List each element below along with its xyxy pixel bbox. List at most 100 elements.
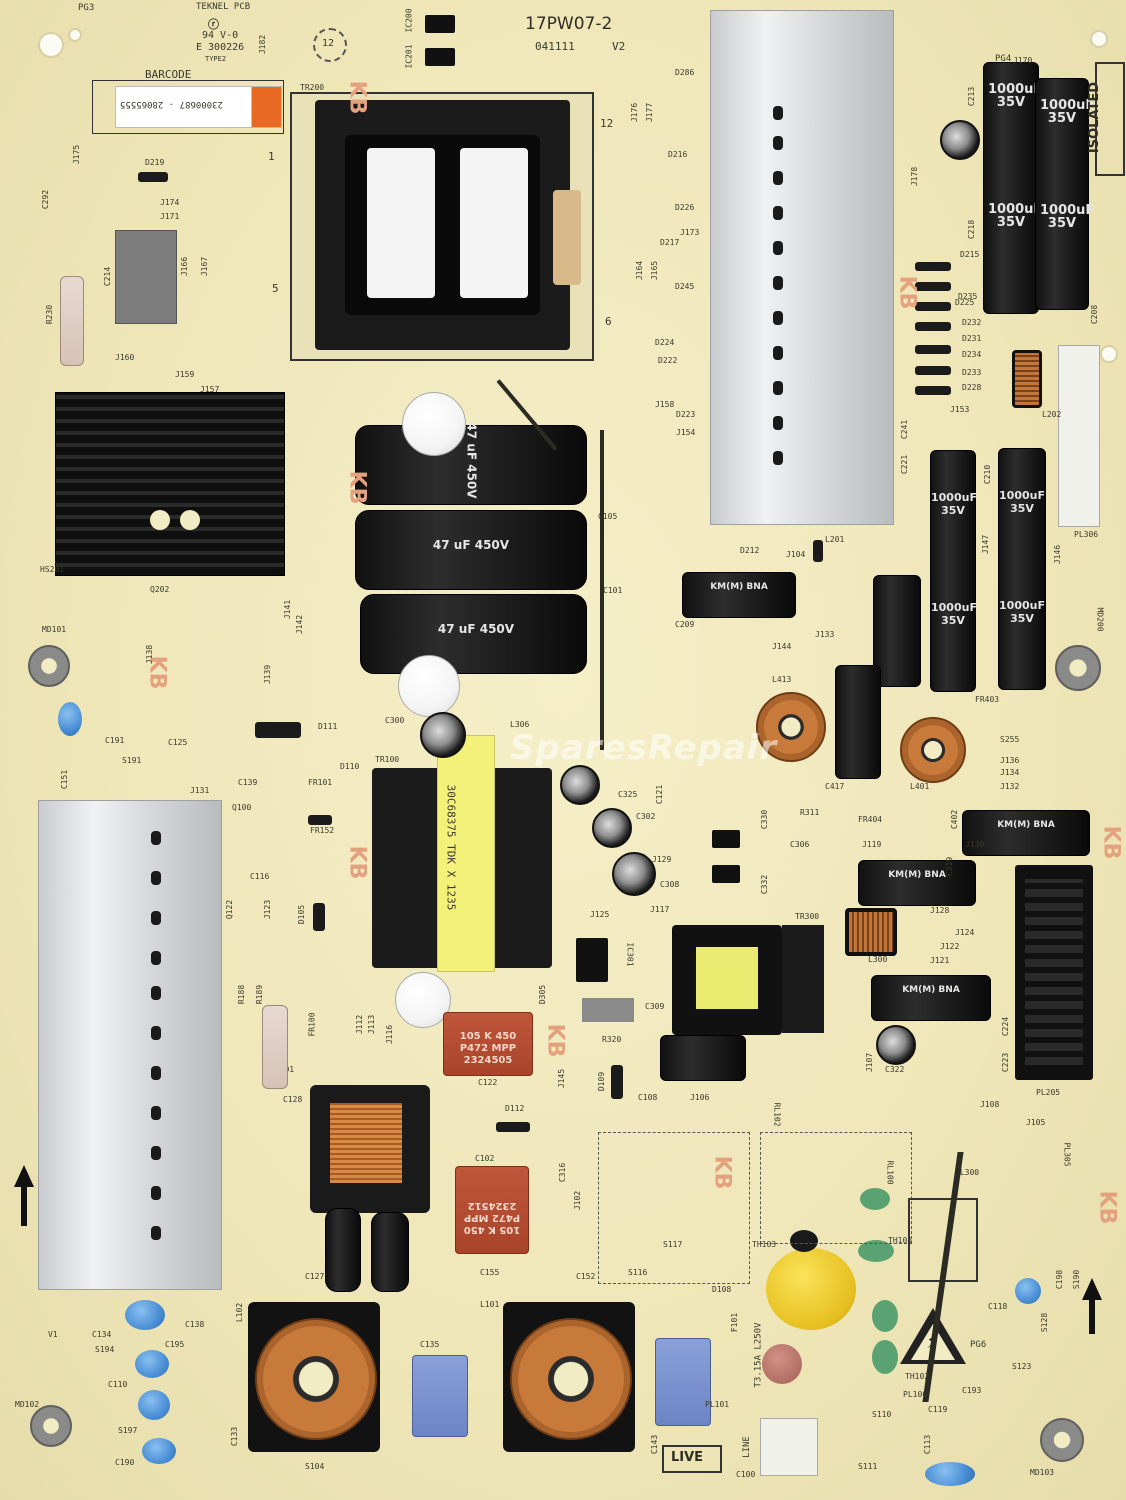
ref-c152: C152 (576, 1272, 596, 1281)
transformer-tr101 (310, 1085, 430, 1213)
ref-j113: J113 (367, 1014, 377, 1035)
ref-d225: D225 (955, 298, 975, 307)
ref-c224: C224 (1001, 1016, 1011, 1037)
mounting-lug (1055, 645, 1101, 691)
ref-f101: F101 (730, 1312, 740, 1333)
pg3-label: PG3 (78, 3, 95, 13)
ref-j142: J142 (295, 614, 305, 635)
ceramic-capacitor (1015, 1278, 1041, 1304)
ref-j124: J124 (955, 928, 975, 937)
ref-j175: J175 (72, 144, 82, 165)
mounting-lug (28, 645, 70, 687)
ref-j129: J129 (652, 855, 672, 864)
heatsink-slot (773, 381, 783, 395)
varistor (766, 1248, 856, 1330)
ref-d228: D228 (962, 383, 982, 392)
ref-s104: S104 (305, 1462, 325, 1471)
ref-c155: C155 (480, 1268, 500, 1277)
capacitor-label: KM(M) BNA (997, 820, 1055, 830)
mounting-hole (68, 28, 82, 42)
electrolytic-capacitor-1000uf: 1000uF 35V 1000uF 35V (930, 450, 977, 692)
isolation-trace (600, 430, 604, 750)
ref-j123: J123 (263, 899, 273, 920)
ref-s128: S128 (1040, 1312, 1050, 1333)
electrolytic-capacitor-1000uf: 1000uF 35V 1000uF 35V (1035, 78, 1094, 310)
ref-th102: TH102 (905, 1372, 930, 1381)
optocoupler (425, 15, 455, 33)
ceramic-capacitor (138, 1390, 170, 1420)
ref-c306: C306 (790, 840, 810, 849)
heatsink-slot (151, 1026, 161, 1040)
ref-j139: J139 (263, 664, 273, 685)
kb-mark: KB (1094, 1190, 1120, 1225)
connector-pl205 (1015, 865, 1093, 1080)
ref-c118: C118 (988, 1302, 1008, 1311)
ref-c135: C135 (420, 1340, 440, 1349)
ref-c330: C330 (760, 809, 770, 830)
ref-pl305: PL305 (1062, 1142, 1072, 1167)
capacitor-end-cap (395, 972, 451, 1028)
ref-j108: J108 (980, 1100, 1000, 1109)
ref-r311: R311 (800, 808, 820, 817)
ceramic-capacitor (142, 1438, 176, 1464)
ref-c102: C102 (475, 1154, 495, 1163)
smd-component (582, 998, 634, 1022)
ref-j121: J121 (930, 956, 950, 965)
ref-j138: J138 (145, 644, 155, 665)
ref-fr403: FR403 (975, 695, 1000, 704)
ref-tr300: TR300 (795, 912, 820, 921)
capacitor-label: 47 uF 450V (437, 622, 515, 636)
ref-c121: C121 (655, 784, 665, 805)
ref-j154: J154 (676, 428, 696, 437)
ref-j170: J170 (1013, 56, 1033, 65)
relay-outline-rl102 (598, 1132, 750, 1284)
film-capacitor-c102: 105 K 450 P472 MPP 2324512 (455, 1166, 529, 1254)
ref-j112: J112 (355, 1014, 365, 1035)
ul-mark-icon: ⓡ (208, 18, 219, 31)
capacitor-label: KM(M) BNA (902, 985, 960, 995)
heatsink-slot (151, 1226, 161, 1240)
varistor-cap (790, 1230, 818, 1252)
ref-j136: J136 (1000, 756, 1020, 765)
ref-j171: J171 (160, 212, 180, 221)
green-capacitor (872, 1300, 898, 1332)
line-label: LINE (741, 1436, 752, 1458)
toroid-coil (510, 1318, 632, 1440)
ceramic-capacitor (58, 702, 82, 736)
capacitor-label: 1000uF 35V (999, 489, 1045, 515)
ref-j133: J133 (815, 630, 835, 639)
optocoupler (425, 48, 455, 66)
electrolytic-capacitor-knm: KM(M) BNA (871, 975, 991, 1021)
electrolytic-capacitor (325, 1208, 361, 1292)
electrolytic-capacitor-knm: KM(M) BNA (858, 860, 976, 906)
transformer-bobbin-window (367, 148, 435, 298)
ceramic-capacitor (135, 1350, 169, 1378)
kb-mark: KB (344, 470, 370, 505)
ref-s255: S255 (1000, 735, 1020, 744)
ref-j106: J106 (690, 1093, 710, 1102)
ref-j167: J167 (200, 256, 210, 277)
ref-d217: D217 (660, 238, 680, 247)
diode (313, 903, 325, 931)
ref-j134: J134 (1000, 768, 1020, 777)
ref-c138: C138 (185, 1320, 205, 1329)
ref-j146: J146 (1053, 544, 1063, 565)
electrolytic-capacitor (835, 665, 881, 779)
ref-j145: J145 (557, 1068, 567, 1089)
capacitor-label: KM(M) BNA (888, 870, 946, 880)
ref-j131: J131 (190, 786, 210, 795)
diode (915, 366, 951, 375)
ref-md200: MD200 (1095, 607, 1105, 632)
ref-d212: D212 (740, 546, 760, 555)
ref-d108: D108 (712, 1285, 732, 1294)
ref-j153: J153 (950, 405, 970, 414)
ref-c101: C101 (603, 586, 623, 595)
ref-c127: C127 (305, 1272, 325, 1281)
ref-c133: C133 (230, 1426, 240, 1447)
arrow-up-icon-stem (1089, 1298, 1095, 1334)
transformer-bobbin-window (460, 148, 528, 298)
ref-j107: J107 (865, 1052, 875, 1073)
ref-c110: C110 (108, 1380, 128, 1389)
ref-d305: D305 (538, 984, 548, 1005)
ref-tr100: TR100 (375, 755, 400, 764)
